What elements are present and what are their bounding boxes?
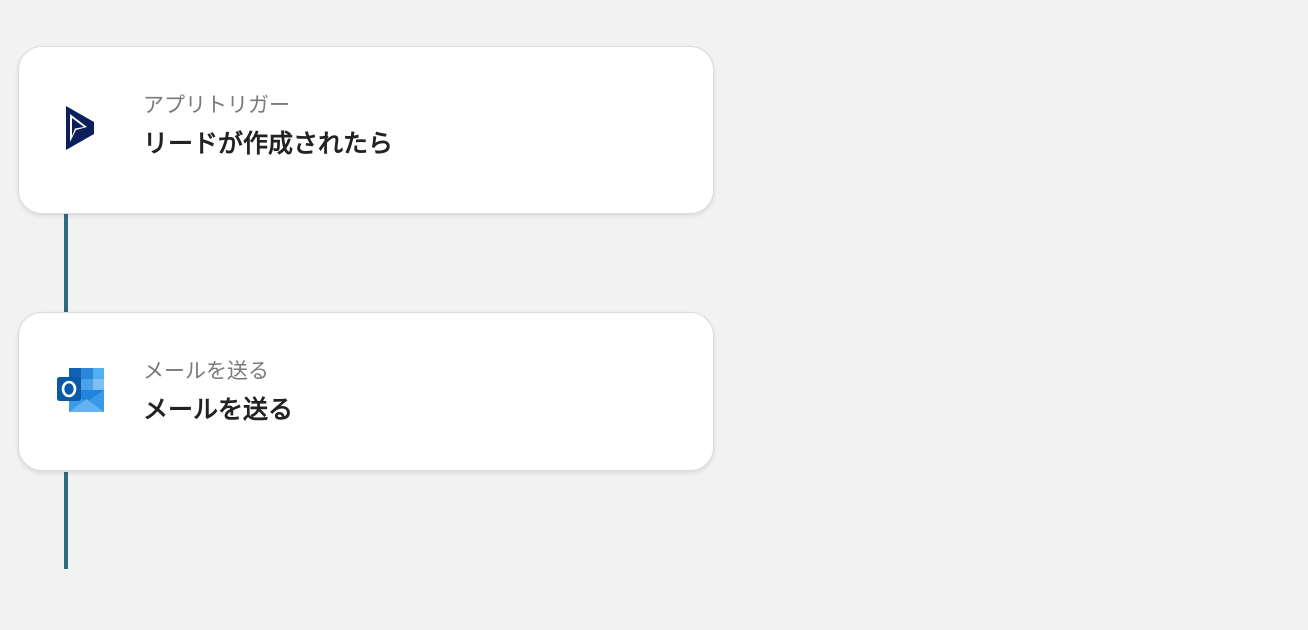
send-mail-step-texts: メールを送る メールを送る <box>143 357 689 426</box>
step-title: リードが作成されたら <box>143 129 394 158</box>
dynamics-365-icon-graphic <box>66 106 94 150</box>
step-type-label: メールを送る <box>143 359 269 383</box>
step-type-label: アプリトリガー <box>143 93 290 117</box>
flow-connector <box>64 214 68 312</box>
trigger-step-texts: アプリトリガー リードが作成されたら <box>143 91 689 160</box>
dynamics-365-icon <box>55 102 107 154</box>
trigger-step-card[interactable]: アプリトリガー リードが作成されたら <box>18 46 714 214</box>
send-mail-step-card[interactable]: メールを送る メールを送る <box>18 312 714 471</box>
step-title: メールを送る <box>143 395 294 424</box>
outlook-icon-graphic <box>57 368 104 412</box>
outlook-icon <box>55 364 107 416</box>
flow-connector-end <box>64 472 68 569</box>
